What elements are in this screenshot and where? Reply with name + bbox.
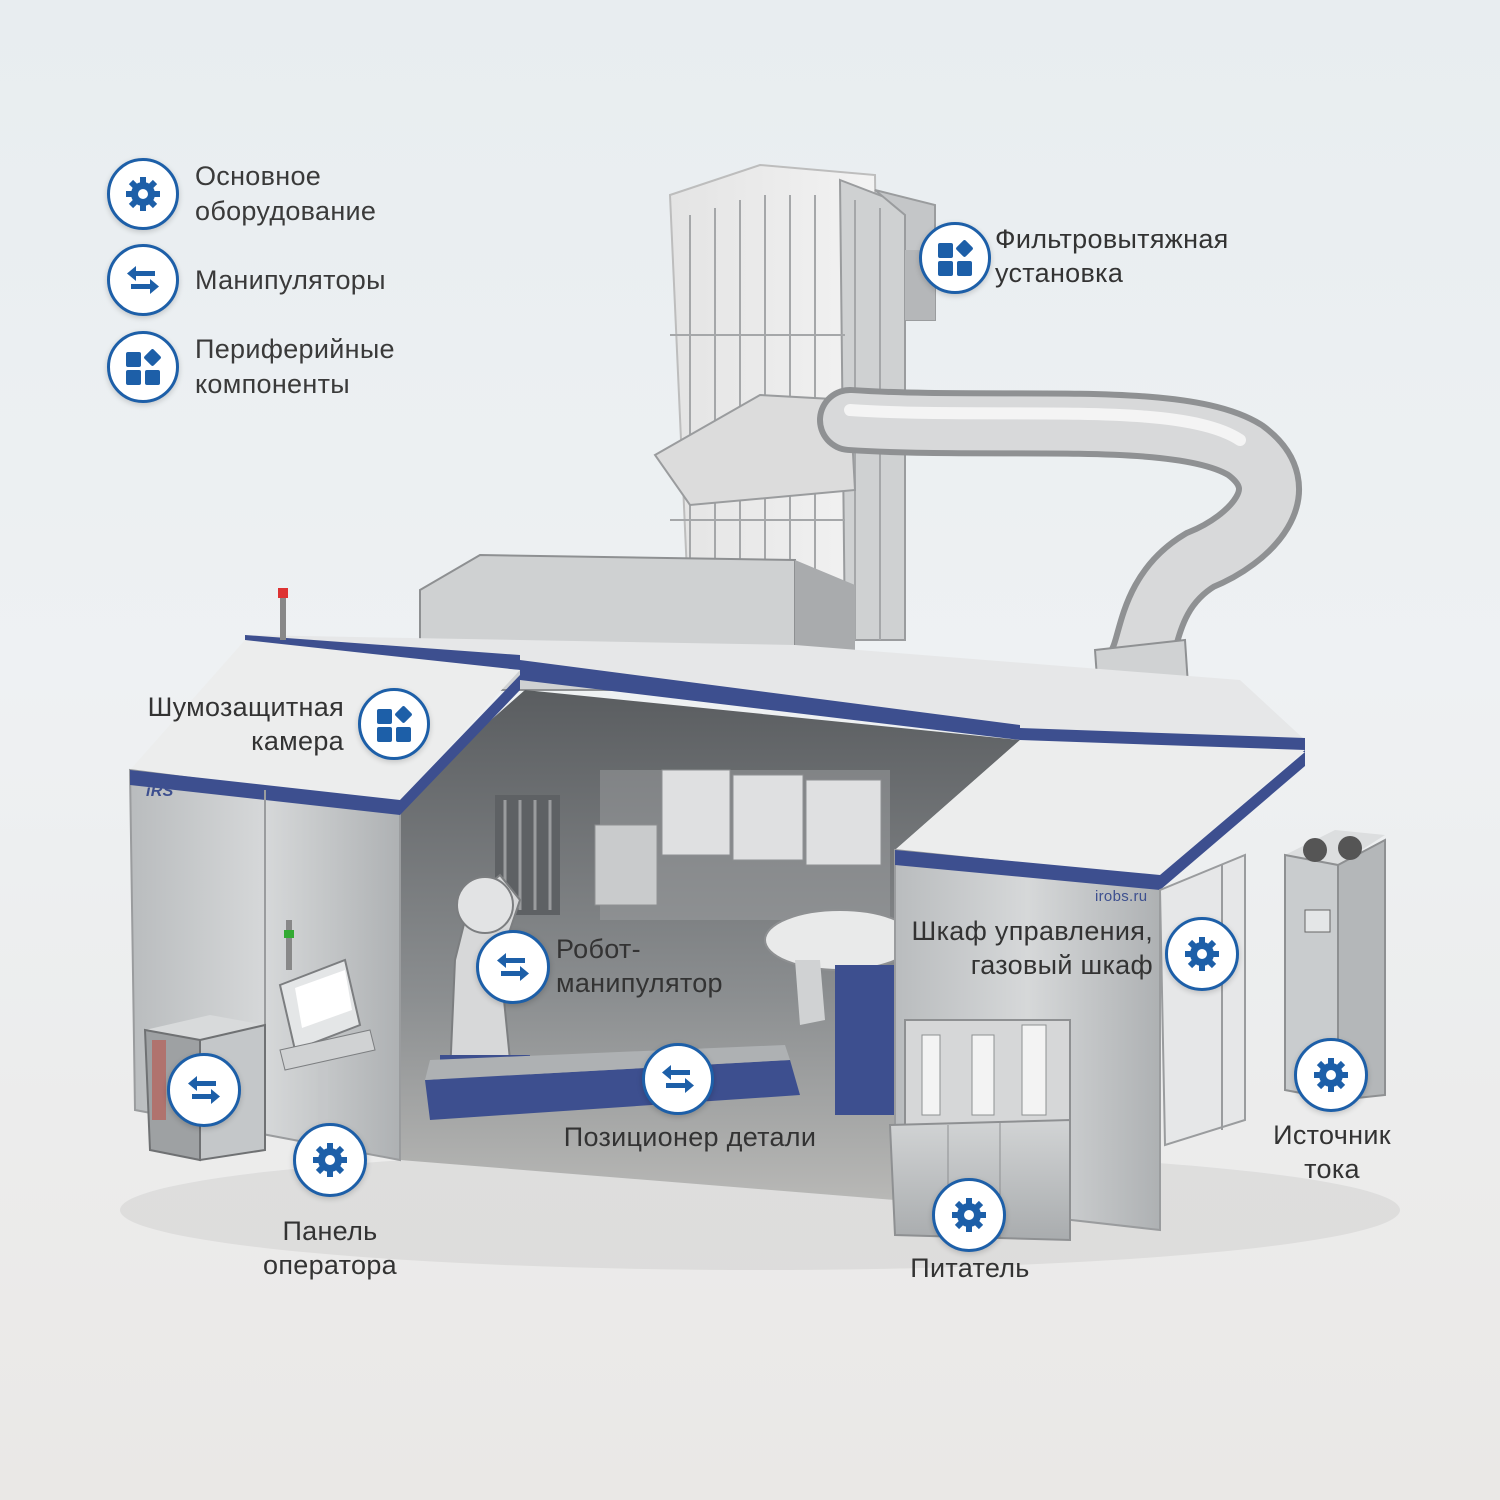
brand-site-label: irobs.ru	[1095, 888, 1148, 905]
callout-noise-chamber-badge	[358, 688, 430, 760]
callout-filter-unit-badge	[919, 222, 991, 294]
callout-robot-label: Робот- манипулятор	[556, 934, 723, 998]
operator-panel-shape	[278, 920, 376, 1170]
callout-operator-panel-label: Панель оператора	[263, 1216, 397, 1280]
gear-icon-badge	[107, 158, 179, 230]
gear-icon	[313, 1143, 347, 1177]
gear-icon	[952, 1198, 986, 1232]
callout-positioner-label: Позиционер детали	[563, 1122, 817, 1152]
callout-control-cabinet-badge	[1165, 917, 1239, 991]
legend-label: Периферийные компоненты	[195, 334, 395, 399]
callout-operator-panel-badge	[293, 1123, 367, 1197]
callout-power-source-badge	[1294, 1038, 1368, 1112]
callout-positioner-badge	[642, 1043, 714, 1115]
callout-feeder-label: Питатель	[910, 1253, 1030, 1283]
arrows-swap-icon-badge	[107, 244, 179, 316]
legend-label: Основное оборудование	[195, 161, 377, 226]
callout-feeder-badge	[932, 1178, 1006, 1252]
legend-item-manipulators: Манипуляторы	[107, 244, 386, 316]
arrows-swap-icon	[188, 1076, 220, 1104]
callout-noise-chamber-label: Шумозащитная камера	[147, 692, 344, 756]
shapes-icon	[938, 240, 973, 276]
chamber-back-shape	[245, 553, 1305, 752]
arrows-swap-icon	[127, 266, 159, 294]
callout-robot-badge	[476, 930, 550, 1004]
gear-icon	[126, 177, 160, 211]
callout-control-cabinet-label: Шкаф управления, газовый шкаф	[911, 916, 1153, 980]
arrows-swap-icon	[497, 953, 529, 981]
shapes-icon-badge	[107, 331, 179, 403]
callout-left-controller-badge	[167, 1053, 241, 1127]
legend-label: Манипуляторы	[195, 264, 386, 295]
legend-item-main-equipment: Основное оборудование	[107, 158, 376, 230]
arrows-swap-icon	[662, 1065, 694, 1093]
shapes-icon	[126, 349, 161, 385]
gear-icon	[1185, 937, 1219, 971]
callout-power-source-label: Источник тока	[1273, 1120, 1391, 1184]
gear-icon	[1314, 1058, 1348, 1092]
callout-filter-unit-label: Фильтровытяжная установка	[995, 224, 1229, 288]
legend-item-peripheral: Периферийные компоненты	[107, 331, 395, 403]
shapes-icon	[377, 706, 412, 742]
brand-logo-left: iRS	[146, 783, 174, 800]
